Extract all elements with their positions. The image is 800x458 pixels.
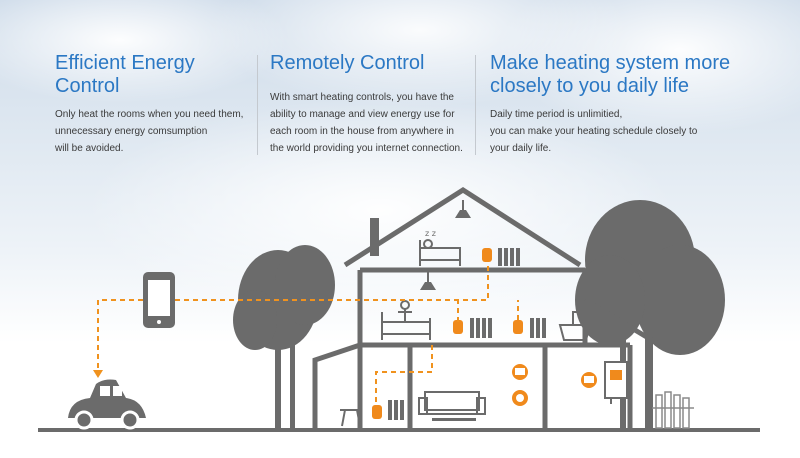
lamp-icon <box>455 200 471 218</box>
arrow-down-icon <box>93 370 103 378</box>
feature-title: Make heating system more closely to you … <box>490 52 731 97</box>
feature-daily-life: Make heating system more closely to you … <box>490 52 780 157</box>
boiler-icon <box>581 361 628 404</box>
car-icon <box>68 379 146 430</box>
thermostat-icon <box>513 320 523 334</box>
tree-icon <box>233 245 335 428</box>
thermostat-icon <box>482 248 492 262</box>
sleep-zz: z z <box>425 229 436 238</box>
chimney <box>370 218 379 256</box>
radiator-icon <box>498 248 520 266</box>
sofa-icon <box>418 391 486 415</box>
feature-efficient-energy: Efficient Energy Control Only heat the r… <box>55 52 255 157</box>
feature-description: Only heat the rooms when you need them, … <box>55 109 244 154</box>
feature-title: Efficient Energy Control <box>55 52 195 97</box>
bed-icon: z z <box>419 229 461 266</box>
feature-description: Daily time period is unlimitied, you can… <box>490 109 698 154</box>
lamp-icon <box>420 272 436 290</box>
bed-icon <box>381 300 431 340</box>
thermostat-icon <box>512 364 528 380</box>
feature-description: With smart heating controls, you have th… <box>270 92 463 154</box>
thermostat-icon <box>512 390 528 406</box>
thermostat-icon <box>453 320 463 334</box>
stool-icon <box>340 409 362 427</box>
tree-icon <box>575 200 725 428</box>
feature-remote-control: Remotely Control With smart heating cont… <box>270 52 470 157</box>
house <box>343 187 633 428</box>
ground-line <box>38 428 760 432</box>
radiator-icon <box>432 418 476 421</box>
fence-icon <box>652 391 694 429</box>
signal-lines <box>97 262 519 402</box>
radiator-icon <box>388 400 404 420</box>
bathtub-icon <box>558 311 592 341</box>
thermostat-icon <box>372 405 382 419</box>
feature-title: Remotely Control <box>270 52 425 74</box>
phone-icon <box>143 272 175 328</box>
column-divider <box>257 55 258 155</box>
radiator-icon <box>530 318 546 338</box>
house-extension <box>312 297 662 428</box>
column-divider <box>475 55 476 155</box>
radiator-icon <box>470 318 492 338</box>
